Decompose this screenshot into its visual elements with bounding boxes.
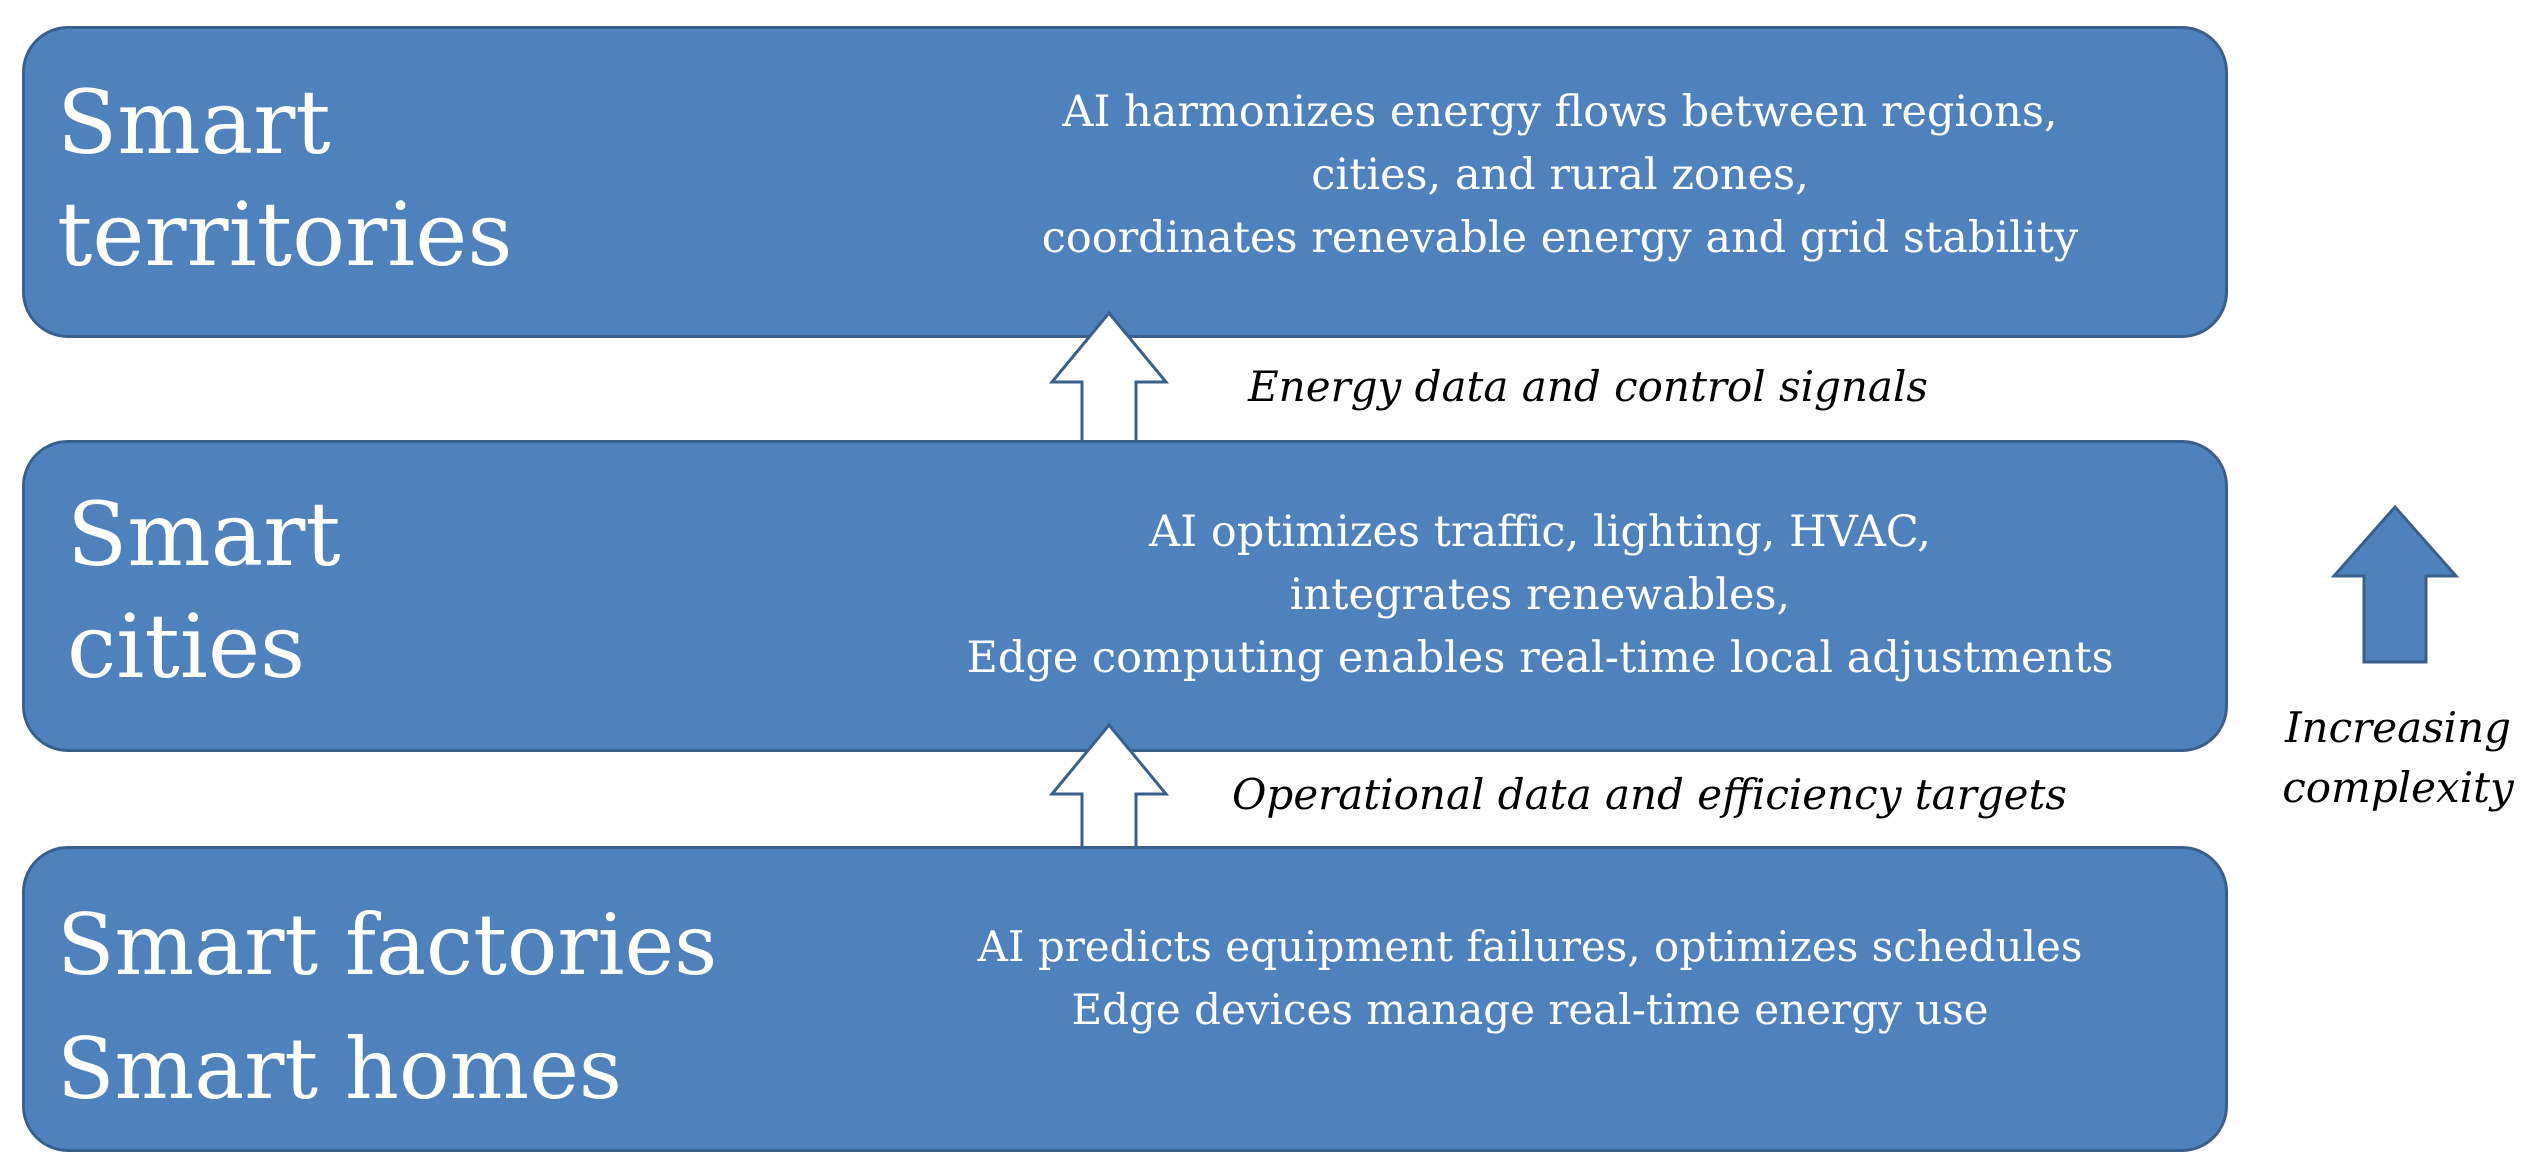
tier-description: AI harmonizes energy flows between regio… — [905, 81, 2215, 270]
flow-label-upper: Energy data and control signals — [1248, 362, 1928, 411]
tier-title: Smart cities — [67, 479, 341, 703]
tier-title-line: Smart — [67, 483, 341, 586]
tier-smart-factories-homes: Smart factories Smart homes AI predicts … — [22, 846, 2228, 1152]
tier-smart-territories: Smart territories AI harmonizes energy f… — [22, 26, 2228, 338]
tier-smart-cities: Smart cities AI optimizes traffic, light… — [22, 440, 2228, 752]
tier-title-line: cities — [67, 595, 306, 698]
tier-title-line: territories — [57, 183, 513, 286]
tier-title: Smart territories — [57, 67, 513, 291]
tier-description: AI predicts equipment failures, optimize… — [845, 915, 2215, 1041]
tier-description-line: AI harmonizes energy flows between regio… — [1062, 87, 2058, 137]
tier-description: AI optimizes traffic, lighting, HVAC, in… — [865, 501, 2215, 690]
complexity-label-line: complexity — [2282, 763, 2514, 812]
tier-description-line: integrates renewables, — [1289, 570, 1791, 620]
up-arrow-filled-icon — [2330, 504, 2460, 664]
tier-title-line: Smart — [57, 71, 331, 174]
tier-title: Smart factories Smart homes — [57, 883, 717, 1131]
tier-description-line: coordinates renevable energy and grid st… — [1041, 213, 2079, 263]
tier-description-line: Edge computing enables real-time local a… — [966, 633, 2114, 683]
complexity-label-line: Increasing — [2284, 703, 2512, 752]
tier-title-line: Smart homes — [57, 1020, 623, 1118]
flow-label-lower: Operational data and efficiency targets — [1232, 770, 2067, 819]
tier-description-line: AI optimizes traffic, lighting, HVAC, — [1149, 507, 1931, 557]
tier-title-line: Smart factories — [57, 896, 718, 994]
tier-description-line: AI predicts equipment failures, optimize… — [977, 922, 2083, 971]
tier-description-line: cities, and rural zones, — [1311, 150, 1809, 200]
tier-description-line: Edge devices manage real-time energy use — [1071, 985, 1989, 1034]
complexity-label: Increasing complexity — [2258, 698, 2538, 818]
